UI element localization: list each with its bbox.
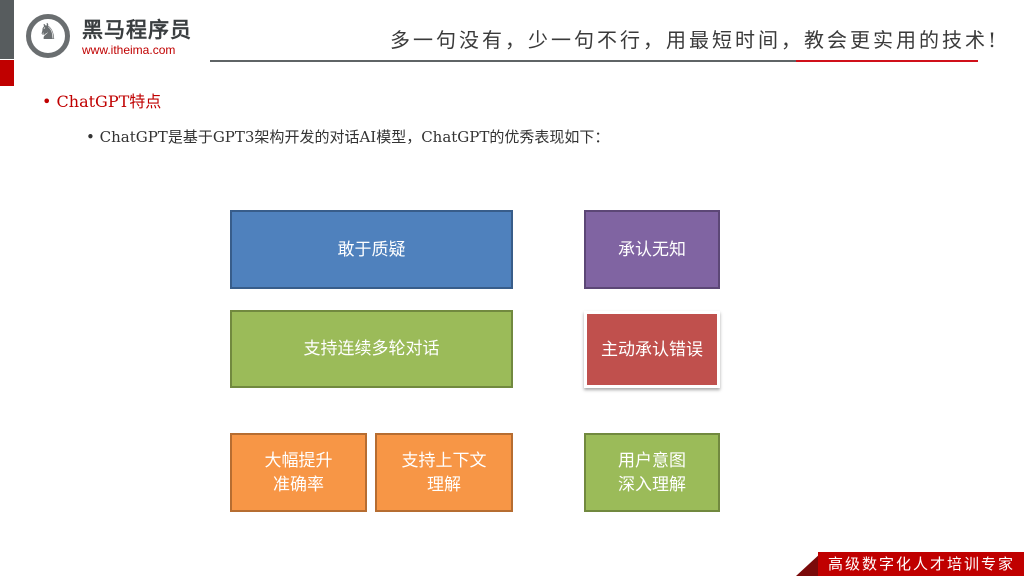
box-intent: 用户意图深入理解 <box>584 433 720 512</box>
logo: ♞ 黑马程序员 www.itheima.com <box>26 12 206 62</box>
box-label: 支持连续多轮对话 <box>303 339 440 359</box>
left-accent-grey <box>0 0 14 59</box>
box-label-line1: 支持上下文 <box>401 450 487 471</box>
box-question: 敢于质疑 <box>230 210 513 289</box>
box-label-line2: 深入理解 <box>618 474 686 495</box>
slogan: 多一句没有，少一句不行，用最短时间，教会更实用的技术! <box>390 28 1000 52</box>
bullet-sub: • ChatGPT是基于GPT3架构开发的对话AI模型，ChatGPT的优秀表现… <box>86 128 610 146</box>
logo-url: www.itheima.com <box>82 43 176 57</box>
box-admit-ignorance: 承认无知 <box>584 210 720 289</box>
box-label: 承认无知 <box>618 239 686 260</box>
box-admit-mistakes: 主动承认错误 <box>584 311 720 388</box>
header-divider <box>210 60 796 62</box>
bullet-title: • ChatGPT特点 <box>42 92 162 111</box>
left-accent-red <box>0 60 14 86</box>
box-multi-turn: 支持连续多轮对话 <box>230 310 513 388</box>
logo-circle-icon <box>26 14 70 58</box>
box-label-line1: 大幅提升 <box>264 450 333 471</box>
box-label: 主动承认错误 <box>601 339 703 360</box>
header-divider-accent <box>796 60 978 62</box>
bullet-title-text: ChatGPT特点 <box>56 92 162 111</box>
logo-title: 黑马程序员 <box>82 18 192 42</box>
box-accuracy: 大幅提升准确率 <box>230 433 367 512</box>
box-context: 支持上下文理解 <box>375 433 513 512</box>
bullet-sub-text: ChatGPT是基于GPT3架构开发的对话AI模型，ChatGPT的优秀表现如下… <box>99 128 610 146</box>
footer-tagline: 高级数字化人才培训专家 <box>818 552 1024 576</box>
horse-icon: ♞ <box>38 20 58 45</box>
footer-triangle <box>796 552 822 576</box>
box-label-line2: 准确率 <box>273 474 324 495</box>
box-label-line2: 理解 <box>427 474 461 495</box>
box-label-line1: 用户意图 <box>618 450 686 471</box>
box-label: 敢于质疑 <box>337 239 406 260</box>
